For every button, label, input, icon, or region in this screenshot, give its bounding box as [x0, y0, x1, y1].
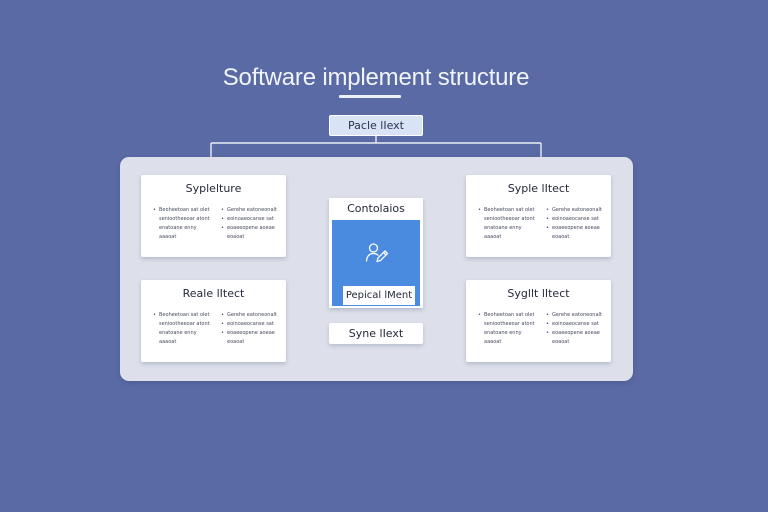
card-bottom-right[interactable]: Sygllt lItect •Beoheetoan sat olet senio…	[466, 280, 611, 362]
card-top-left[interactable]: Syplelture •Beoheetoan sat olet seniooth…	[141, 175, 286, 257]
card-line: seniootheeoar atont	[484, 321, 535, 327]
card-title: Sygllt lItect	[507, 287, 570, 300]
card-bullet-list-left: •Beoheetoan sat olet seniootheeoar atont…	[153, 312, 210, 345]
center-node-label: Pepical lMent	[343, 286, 415, 305]
card-line: aaaoat	[159, 234, 177, 240]
card-line: eoinoaeocanse sat	[227, 321, 274, 327]
card-line: eoinoaeocanse sat	[227, 216, 274, 222]
card-line: enatoane enny	[159, 330, 197, 336]
card-line: enatoane enny	[484, 225, 522, 231]
card-line: eoaoat	[227, 234, 245, 240]
card-line: eoaeeopene aoeae	[227, 225, 275, 231]
card-line: enatoane enny	[484, 330, 522, 336]
card-bullet-list-right: •Gerehe eatoneonalt •eoinoaeocanse sat •…	[221, 207, 277, 240]
card-line: Beoheetoan sat olet	[484, 312, 535, 318]
card-bullet-list-left: •Beoheetoan sat olet seniootheeoar atont…	[478, 207, 535, 240]
bottom-node[interactable]: Syne lIext	[329, 323, 423, 344]
card-bullet-list-right: •Gerehe eatoneonalt •eoinoaeocanse sat •…	[546, 312, 602, 345]
card-bottom-left[interactable]: Reale lItect •Beoheetoan sat olet senioo…	[141, 280, 286, 362]
card-line: Beoheetoan sat olet	[159, 312, 210, 318]
card-title: Syplelture	[185, 182, 242, 195]
card-line: Beoheetoan sat olet	[484, 207, 535, 213]
card-line: Gerehe eatoneonalt	[552, 312, 602, 318]
card-line: Beoheetoan sat olet	[159, 207, 210, 213]
top-node[interactable]: Pacle lIext	[329, 115, 423, 136]
card-line: enatoane enny	[159, 225, 197, 231]
center-node-body: Pepical lMent	[332, 220, 420, 306]
card-bullet-list-right: •Gerehe eatoneonalt •eoinoaeocanse sat •…	[546, 207, 602, 240]
card-line: eoinoaeocanse sat	[552, 216, 599, 222]
card-line: aaaoat	[484, 339, 502, 345]
card-line: eoaoat	[552, 234, 570, 240]
card-line: aaaoat	[484, 234, 502, 240]
card-line: aaaoat	[159, 339, 177, 345]
card-bullet-list-left: •Beoheetoan sat olet seniootheeoar atont…	[153, 207, 210, 240]
card-bullet-list-right: •Gerehe eatoneonalt •eoinoaeocanse sat •…	[221, 312, 277, 345]
card-line: seniootheeoar atont	[484, 216, 535, 222]
card-top-right[interactable]: Syple lItect •Beoheetoan sat olet senioo…	[466, 175, 611, 257]
card-title: Syple lItect	[507, 182, 570, 195]
card-line: eoaeeopene aoeae	[227, 330, 275, 336]
card-line: eoaoat	[227, 339, 245, 345]
center-node-heading: Contolaios	[347, 202, 405, 215]
title-underline	[339, 95, 401, 98]
card-line: eoaeeopene aoeae	[552, 225, 600, 231]
card-line: eoaoat	[552, 339, 570, 345]
card-line: seniootheeoar atont	[159, 216, 210, 222]
user-edit-icon	[365, 243, 389, 263]
page-title: Software implement structure	[222, 64, 530, 91]
card-line: Gerehe eatoneonalt	[552, 207, 602, 213]
card-line: Gerehe eatoneonalt	[227, 207, 277, 213]
card-line: seniootheeoar atont	[159, 321, 210, 327]
center-node[interactable]: Contolaios Pepical lMent	[329, 198, 423, 308]
card-title: Reale lItect	[182, 287, 245, 300]
card-bullet-list-left: •Beoheetoan sat olet seniootheeoar atont…	[478, 312, 535, 345]
card-line: eoinoaeocanse sat	[552, 321, 599, 327]
card-line: eoaeeopene aoeae	[552, 330, 600, 336]
card-line: Gerehe eatoneonalt	[227, 312, 277, 318]
